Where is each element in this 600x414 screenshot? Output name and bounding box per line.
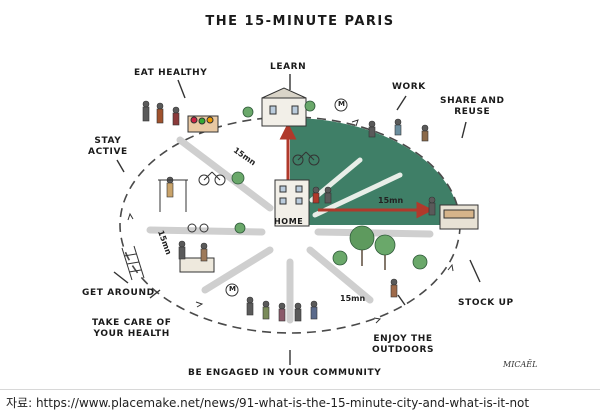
green-sector — [290, 118, 460, 225]
label-enjoy-outdoors: ENJOY THE OUTDOORS — [372, 334, 435, 355]
label-take-care: TAKE CARE OF YOUR HEALTH — [92, 318, 172, 339]
minute-mark: 15mn — [340, 294, 366, 303]
bicycles — [187, 151, 320, 233]
market-stall — [187, 115, 219, 133]
label-stay-active: STAY ACTIVE — [88, 136, 128, 157]
label-learn: LEARN — [270, 62, 307, 72]
minute-mark: 15mn — [378, 196, 404, 205]
red-arrows — [279, 122, 434, 219]
shop — [439, 204, 479, 230]
artist-signature: MICAËL — [503, 360, 538, 369]
label-work: WORK — [392, 82, 426, 92]
ladder — [121, 245, 145, 281]
school-building — [261, 87, 307, 127]
spokes-light — [309, 157, 403, 218]
label-community: BE ENGAGED IN YOUR COMMUNITY — [188, 368, 382, 378]
health-desk — [179, 257, 215, 273]
metro-sign-label: M — [229, 285, 236, 293]
ring-arrows — [127, 119, 454, 324]
home-building — [274, 179, 310, 227]
label-get-around: GET AROUND — [82, 288, 155, 298]
city-diagram — [113, 74, 481, 365]
metro-sign-label: M — [338, 100, 345, 108]
trees — [231, 100, 428, 270]
leader-lines — [113, 74, 481, 365]
metro-signs — [225, 98, 348, 297]
label-eat-healthy: EAT HEALTHY — [134, 68, 208, 78]
source-caption: 자료: https://www.placemake.net/news/91-wh… — [6, 396, 530, 410]
label-stock-up: STOCK UP — [458, 298, 514, 308]
page-title: THE 15-MINUTE PARIS — [205, 14, 395, 29]
people — [142, 100, 436, 322]
label-share-reuse: SHARE AND REUSE — [440, 96, 505, 117]
illustration: THE 15-MINUTE PARIS EAT HEALTHY LEARN WO… — [0, 14, 600, 390]
spokes — [146, 136, 434, 324]
playground — [158, 179, 188, 212]
label-home: HOME — [274, 217, 304, 226]
